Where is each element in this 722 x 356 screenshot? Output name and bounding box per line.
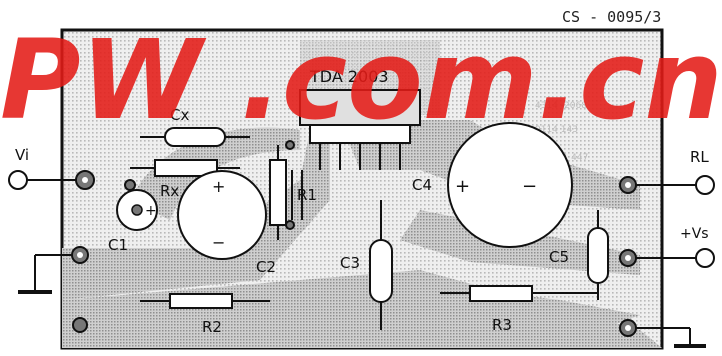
c3-label: C3 (340, 254, 360, 272)
watermark: PW .com.cn (0, 16, 722, 144)
capacitor-c1: + C1 (108, 189, 158, 254)
r3-label: R3 (492, 316, 512, 334)
svg-text:+: + (145, 203, 157, 219)
ic-tda2003: TDA 2003 (299, 67, 421, 170)
vs-label: +Vs (680, 226, 709, 242)
rl-label: RL (690, 148, 709, 166)
resistor-rx: Rx (130, 159, 240, 200)
ground-terminal-left (18, 246, 89, 294)
capacitor-small (291, 170, 303, 220)
capacitor-c5: C5 (549, 210, 609, 300)
rx-label: Rx (160, 182, 179, 200)
pcb-pads (72, 140, 295, 333)
c5-label: C5 (549, 248, 569, 266)
svg-text:9114 143: 9114 143 (535, 125, 578, 135)
svg-text:−: − (522, 176, 537, 197)
resistor-r2: R2 (140, 293, 270, 336)
capacitor-c3: C3 (340, 200, 393, 330)
ic-label: TDA 2003 (309, 67, 389, 86)
svg-text:+: + (455, 176, 470, 197)
drawing-code: CS - 0095/3 (562, 8, 661, 26)
capacitor-c2: + − C2 (177, 170, 276, 276)
r2-label: R2 (202, 318, 222, 336)
input-terminal: Vi (8, 146, 95, 190)
vi-label: Vi (15, 146, 29, 164)
c1-label: C1 (108, 236, 128, 254)
capacitor-c4: + − C4 (412, 122, 573, 248)
c4-label: C4 (412, 176, 432, 194)
cx-label: Cx (170, 106, 189, 124)
output-terminals: RL +Vs (636, 148, 715, 348)
capacitor-cx: Cx (140, 106, 250, 147)
svg-text:+: + (212, 177, 225, 196)
svg-text:−: − (212, 233, 225, 252)
svg-text:4314 -2068: 4314 -2068 (535, 101, 587, 111)
c2-label: C2 (256, 258, 276, 276)
resistor-r3: R3 (440, 285, 598, 334)
r1-label: R1 (297, 186, 317, 204)
